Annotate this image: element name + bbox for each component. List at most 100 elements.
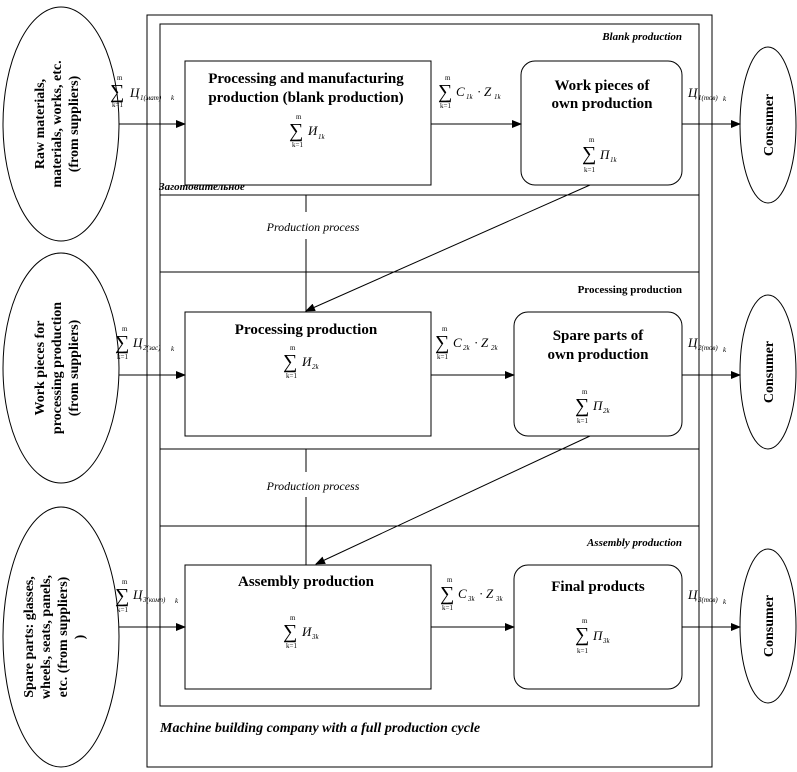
assembly-production-frame — [159, 525, 700, 707]
blank-production-russian-label: Заготовительное — [158, 181, 245, 193]
subscript: 2(тов) — [698, 344, 718, 352]
formula-price-2: Ц 2(тов) k — [687, 335, 727, 354]
subscript-c: 2k — [463, 344, 471, 352]
blank-process-title-1: Processing and manufacturing — [208, 71, 404, 87]
sum-upper: m — [290, 344, 296, 352]
subscript-k: k — [171, 94, 175, 102]
supplier-2-line-1: Work pieces for — [33, 321, 48, 416]
blank-process-title-2: production (blank production) — [208, 90, 403, 106]
subscript-z: 1k — [494, 93, 502, 101]
formula-output-1: m ∑ k=1 П 1k — [582, 136, 618, 174]
sigma-symbol: ∑ — [115, 332, 129, 354]
processing-production-frame — [159, 271, 700, 450]
production-process-label-2: Production process — [266, 479, 360, 493]
subscript: 2k — [312, 363, 320, 371]
sigma-symbol: ∑ — [283, 351, 297, 373]
supplier-1-line-2: materials, works, etc. — [50, 60, 65, 187]
sum-lower: k=1 — [442, 604, 453, 612]
supplier-1-line-3: (from suppliers) — [67, 75, 82, 172]
sum-upper: m — [582, 617, 588, 625]
supplier-ellipse-work-pieces — [2, 252, 120, 484]
sum-lower: k=1 — [584, 166, 595, 174]
variable: И — [301, 354, 312, 369]
blank-production-title: Blank production — [601, 31, 682, 43]
subscript-c: 1k — [466, 93, 474, 101]
sum-lower: k=1 — [577, 417, 588, 425]
variable: Ц — [687, 335, 698, 350]
subscript: 3k — [602, 637, 611, 645]
processing-output-title-1: Spare parts of — [553, 328, 645, 344]
transfer-arrow-1 — [305, 184, 591, 312]
subscript-c: 3k — [467, 595, 476, 603]
subscript-z: 3k — [495, 595, 504, 603]
sum-upper: m — [122, 578, 128, 586]
consumer-2-label: Consumer — [762, 341, 777, 403]
formula-input-price-1: m ∑ k=1 Ц 1(мат) k — [110, 74, 175, 109]
variable-c: C — [458, 586, 467, 601]
subscript: 3(тов) — [697, 596, 718, 604]
variable-c: C — [453, 335, 462, 350]
dot-operator: · — [477, 84, 481, 99]
consumer-3-label: Consumer — [762, 595, 777, 657]
supplier-text-3: Spare parts: glasses, wheels, seats, pan… — [22, 575, 88, 699]
subscript: 1k — [610, 156, 618, 164]
supplier-1-line-1: Raw materials, — [33, 79, 48, 169]
consumer-text-1: Consumer — [762, 94, 777, 156]
transfer-arrow-2 — [315, 435, 591, 565]
processing-output-title-2: own production — [547, 347, 649, 363]
sum-upper: m — [589, 136, 595, 144]
sum-lower: k=1 — [437, 353, 448, 361]
supplier-3-line-4: ) — [73, 634, 88, 639]
sum-upper: m — [582, 388, 588, 396]
variable: Ц — [132, 587, 143, 602]
sum-lower: k=1 — [112, 101, 123, 109]
sigma-symbol: ∑ — [435, 332, 449, 354]
variable: Ц — [129, 85, 140, 100]
dot-operator: · — [479, 586, 483, 601]
subscript-k: k — [723, 95, 727, 103]
processing-production-title: Processing production — [578, 284, 682, 296]
variable-z: Z — [484, 84, 492, 99]
formula-output-3: m ∑ k=1 П 3k — [575, 617, 611, 655]
company-caption: Machine building company with a full pro… — [159, 721, 480, 736]
processing-process-box — [184, 311, 432, 437]
sigma-symbol: ∑ — [110, 81, 124, 103]
supplier-3-line-1: Spare parts: glasses, — [22, 576, 37, 697]
subscript: 1k — [318, 133, 326, 141]
sum-lower: k=1 — [117, 353, 128, 361]
subscript: 2(зас) — [143, 344, 161, 352]
consumer-1-label: Consumer — [762, 94, 777, 156]
variable: И — [307, 123, 318, 138]
production-process-label-1: Production process — [266, 220, 360, 234]
variable: И — [301, 624, 312, 639]
formula-flow-2: m ∑ k=1 C 2k · Z 2k — [435, 325, 499, 361]
blank-production-frame — [159, 23, 700, 196]
subscript-k: k — [723, 346, 727, 354]
sigma-symbol: ∑ — [438, 81, 452, 103]
supplier-2-line-3: (from suppliers) — [67, 319, 82, 416]
sum-upper: m — [296, 113, 302, 121]
variable: П — [592, 628, 604, 643]
sigma-symbol: ∑ — [440, 583, 454, 605]
dot-operator: · — [474, 335, 478, 350]
blank-process-box — [184, 60, 432, 186]
sigma-symbol: ∑ — [289, 120, 303, 142]
sum-upper: m — [447, 576, 453, 584]
sigma-symbol: ∑ — [575, 395, 589, 417]
formula-process-cost-3: m ∑ k=1 И 3k — [283, 614, 320, 650]
subscript-k: k — [171, 345, 175, 353]
sum-lower: k=1 — [117, 606, 128, 614]
sum-upper: m — [122, 325, 128, 333]
sum-lower: k=1 — [440, 102, 451, 110]
sigma-symbol: ∑ — [115, 585, 129, 607]
subscript-k: k — [175, 597, 179, 605]
variable: Ц — [687, 587, 698, 602]
formula-process-cost-2: m ∑ k=1 И 2k — [283, 344, 320, 380]
company-outer-frame — [146, 14, 713, 768]
supplier-text-1: Raw materials, materials, works, etc. (f… — [33, 60, 82, 187]
variable: П — [599, 147, 611, 162]
supplier-3-line-2: wheels, seats, panels, — [39, 575, 54, 699]
assembly-process-title: Assembly production — [238, 574, 375, 590]
subscript: 3(комп) — [142, 596, 166, 604]
subscript: 2k — [603, 407, 611, 415]
